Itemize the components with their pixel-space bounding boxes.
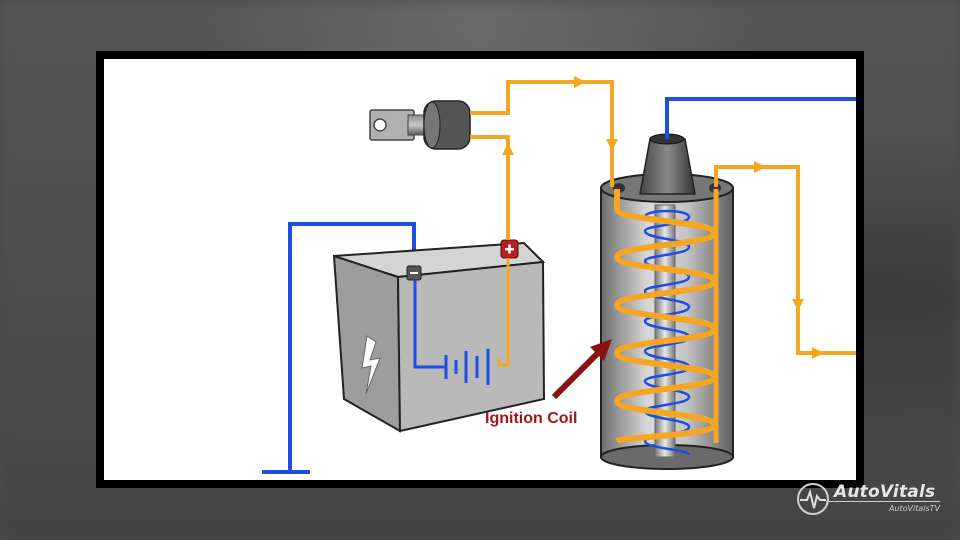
battery-cells-icon [413, 258, 510, 385]
ignition-switch [369, 100, 471, 150]
positive-terminal [500, 239, 519, 259]
logo-subtext: AutoVitalsTV [888, 504, 940, 513]
ignition-coil-label: Ignition Coil [485, 410, 578, 427]
lightning-icon [361, 335, 381, 395]
diagram-canvas: Ignition Coil [104, 59, 856, 480]
battery [332, 239, 546, 433]
coil-pointer-arrow [551, 339, 612, 400]
logo-divider [826, 501, 940, 502]
autovitals-logo: AutoVitals AutoVitalsTV [796, 480, 946, 520]
logo-name: AutoVitals [834, 482, 936, 502]
heartbeat-logo-icon [797, 483, 829, 515]
current-flow-arrows [502, 76, 824, 359]
ignition-diagram [262, 76, 856, 474]
primary-winding [613, 189, 719, 444]
high-tension-lead [665, 97, 856, 139]
negative-terminal [406, 265, 422, 281]
ground-wire [262, 222, 416, 474]
